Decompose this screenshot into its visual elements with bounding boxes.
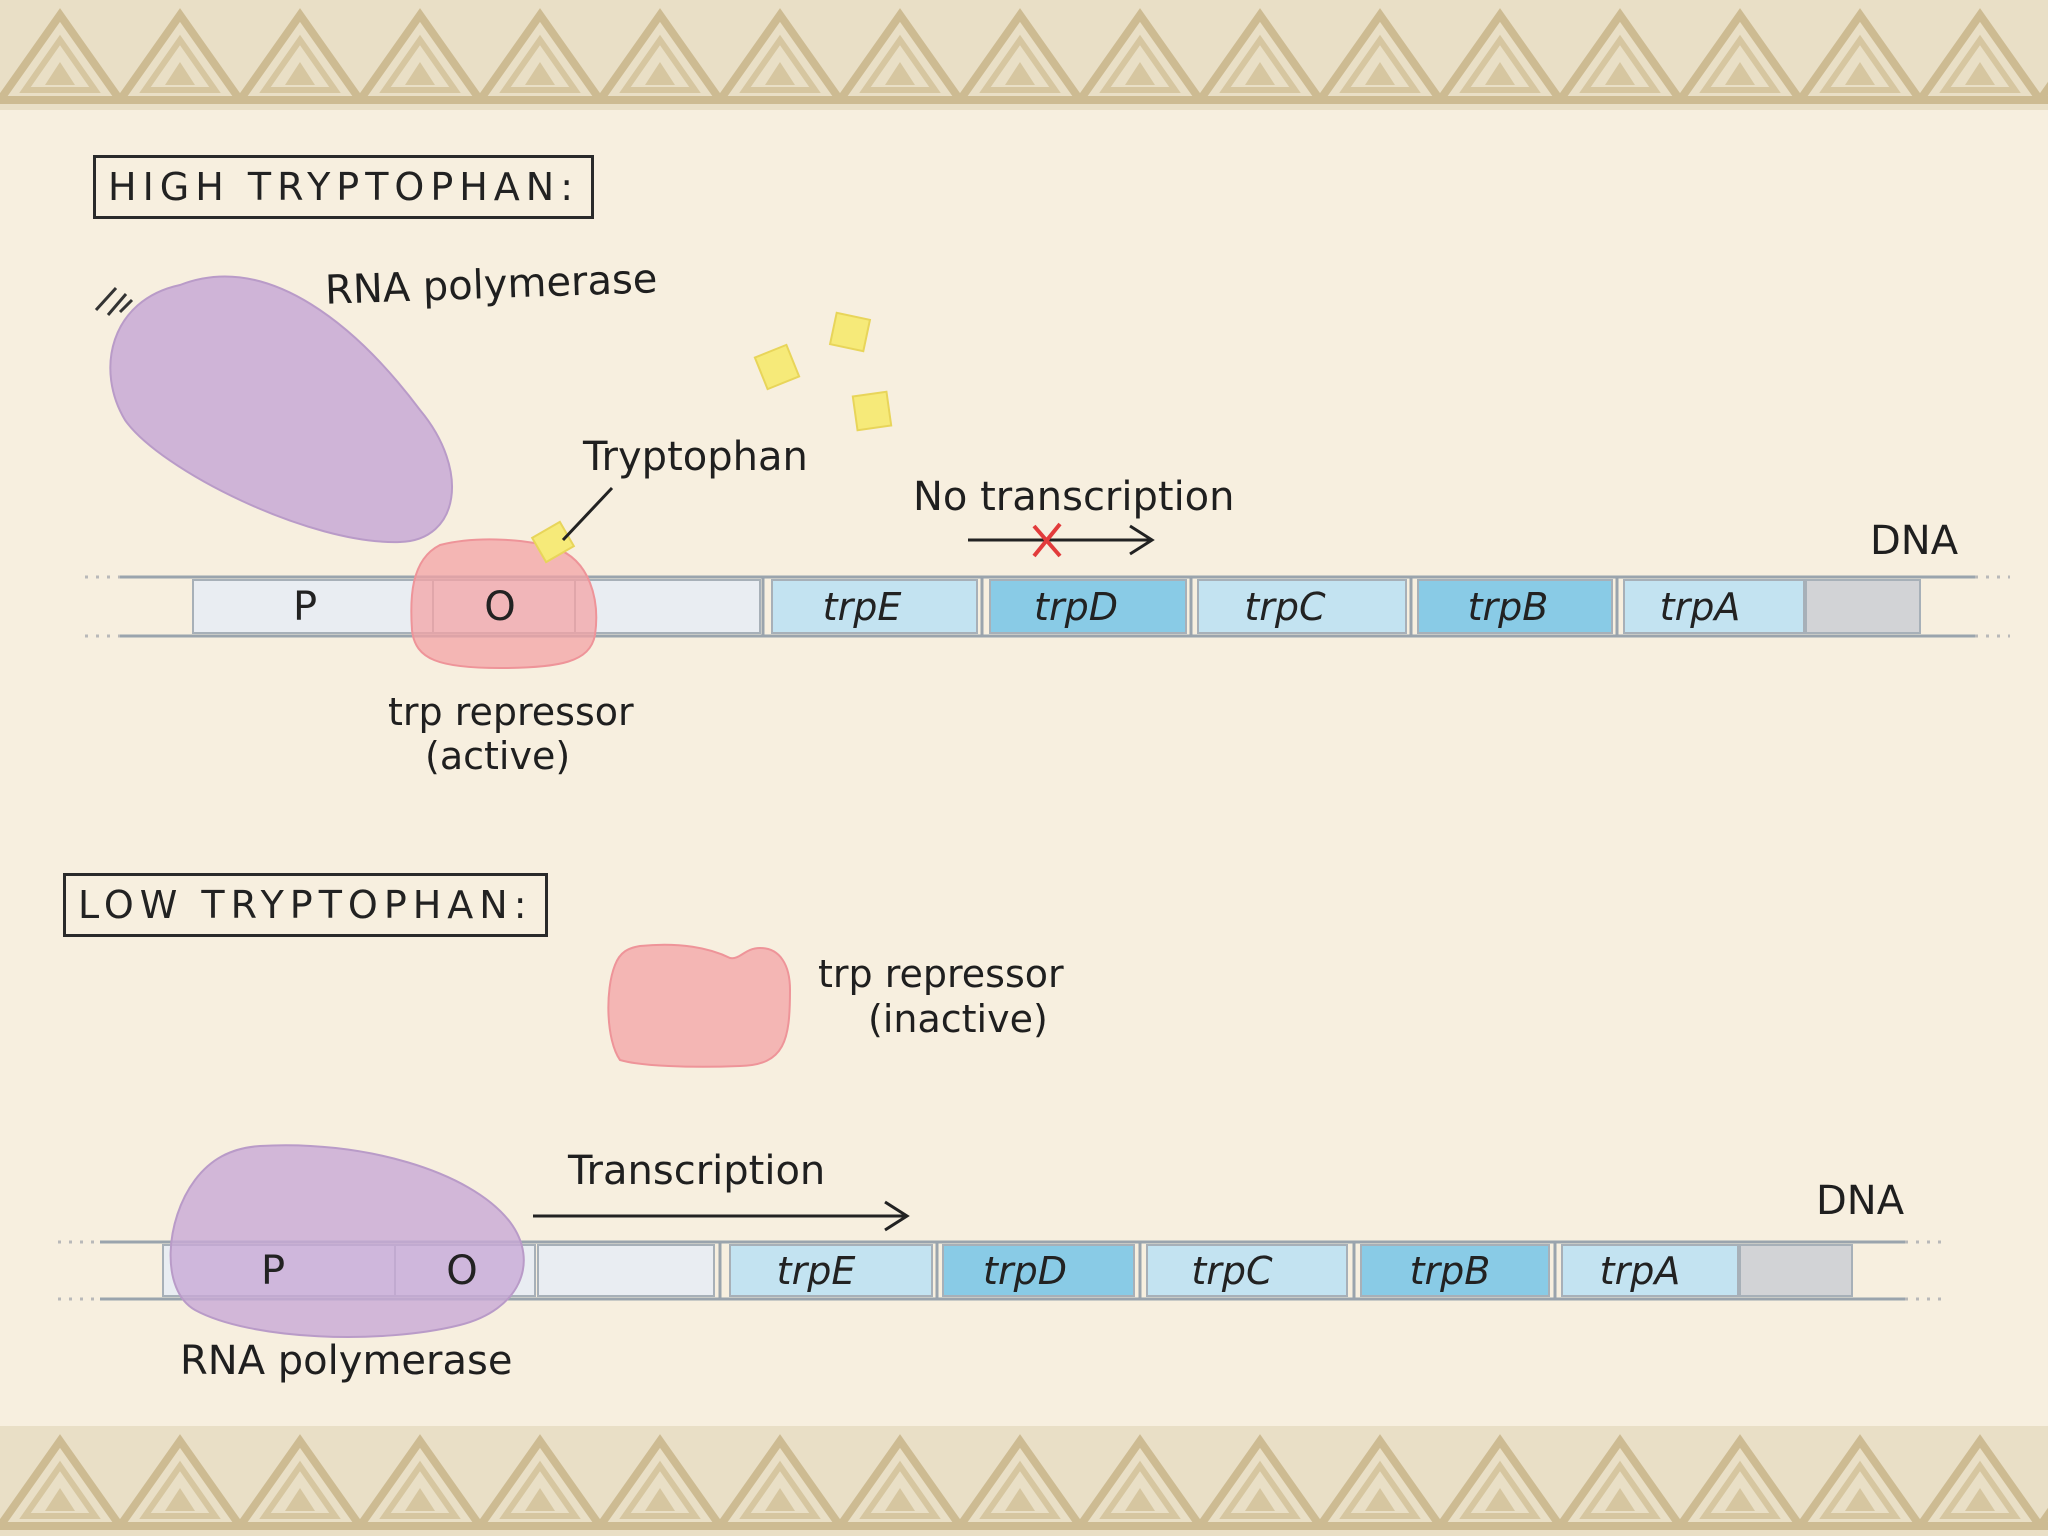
tryptophan-free-icon-3 [851,390,893,432]
tryptophan-free-icon-1 [753,343,801,391]
terminator-box-high [1805,579,1921,634]
gene-box-trpB-high [1417,579,1613,634]
stop-x-icon [1032,522,1062,558]
repressor-inactive-shape [607,943,792,1068]
promoter-box-high [192,579,434,634]
repressor-active-label-line1: trp repressor [388,690,634,734]
repressor-inactive-label-line2: (inactive) [868,997,1048,1041]
gene-box-trpA-high [1623,579,1805,634]
no-transcription-label: No transcription [913,474,1235,520]
repressor-active-label-line2: (active) [425,734,571,778]
gene-box-trpE-low [729,1244,933,1297]
gene-label-trpC-low: trpC [1191,1249,1273,1293]
promoter-label-high: P [293,584,317,630]
gene-label-trpB-high: trpB [1468,585,1549,629]
spacer-box-high [574,579,761,634]
high-tryptophan-title: HIGH TRYPTOPHAN: [93,155,595,219]
promoter-label-low: P [261,1248,285,1294]
motion-marks-icon [94,286,134,316]
dna-label-high: DNA [1870,518,1959,564]
gene-box-trpE-high [771,579,978,634]
gene-box-trpC-low [1146,1244,1348,1297]
operator-label-high: O [484,584,515,630]
gene-label-trpA-high: trpA [1660,585,1741,629]
low-tryptophan-title: LOW TRYPTOPHAN: [63,873,548,937]
tryptophan-pointer-line [561,486,614,542]
gene-box-trpC-high [1197,579,1407,634]
gene-label-trpA-low: trpA [1600,1249,1681,1293]
dna-label-low: DNA [1816,1178,1905,1224]
rna-polymerase-shape-high [109,275,453,544]
gene-box-trpD-high [989,579,1187,634]
gene-label-trpE-high: trpE [823,585,902,629]
terminator-box-low [1739,1244,1853,1297]
transcription-arrow [533,1200,910,1232]
gene-label-trpE-low: trpE [777,1249,856,1293]
top-border-pattern [0,0,2048,110]
rna-polymerase-label-low: RNA polymerase [180,1338,513,1384]
spacer-box-low [537,1244,715,1297]
gene-box-trpA-low [1561,1244,1739,1297]
gene-label-trpD-high: trpD [1034,585,1118,629]
operator-label-low: O [446,1248,477,1294]
transcription-label: Transcription [568,1148,826,1194]
gene-label-trpB-low: trpB [1410,1249,1491,1293]
tryptophan-free-icon-2 [828,311,872,353]
bottom-border-pattern [0,1426,2048,1536]
gene-label-trpC-high: trpC [1244,585,1326,629]
rna-polymerase-shape-low [169,1144,525,1338]
tryptophan-label: Tryptophan [583,434,808,480]
gene-box-trpB-low [1360,1244,1550,1297]
gene-box-trpD-low [942,1244,1135,1297]
gene-label-trpD-low: trpD [983,1249,1067,1293]
blocked-transcription-arrow [968,524,1155,556]
repressor-inactive-label-line1: trp repressor [818,952,1064,996]
